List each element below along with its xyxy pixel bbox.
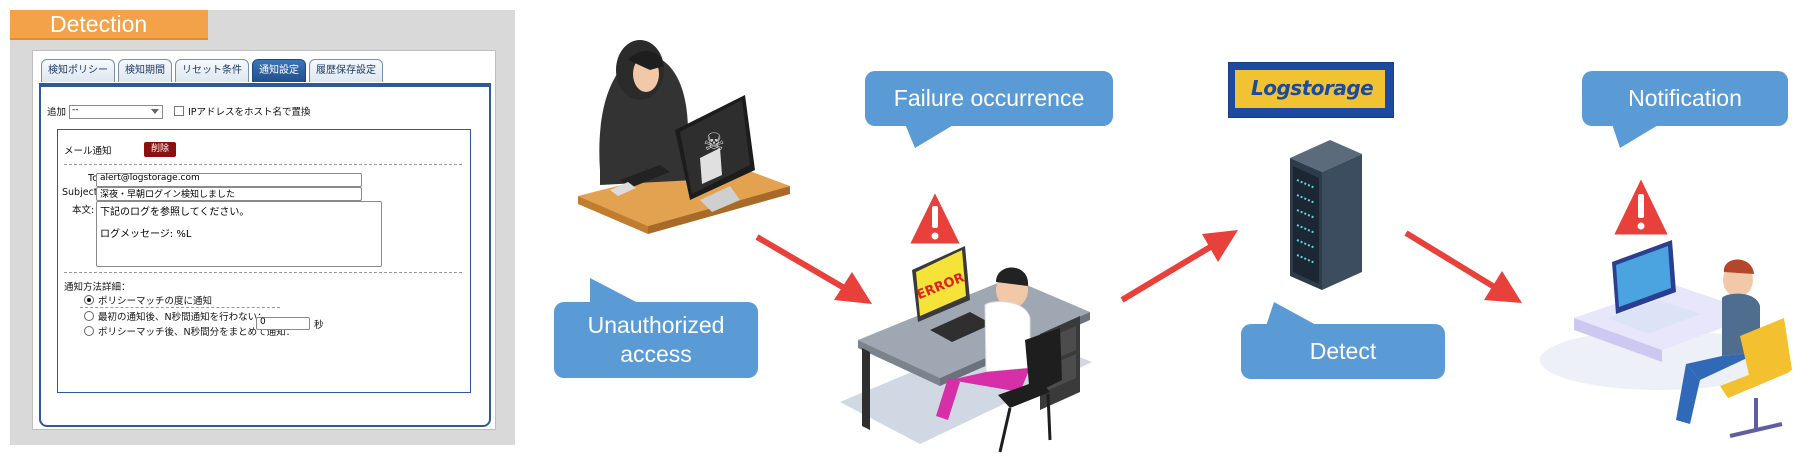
bubble-failure-occurrence: Failure occurrence <box>865 71 1113 126</box>
bubble-notification-text: Notification <box>1628 85 1742 111</box>
arrow-1 <box>755 234 872 304</box>
logstorage-logo: Logstorage <box>1228 62 1394 118</box>
divider <box>64 164 462 165</box>
tab-detection-period[interactable]: 検知期間 <box>118 59 172 82</box>
divider <box>80 307 280 308</box>
detection-header: Detection <box>10 10 208 40</box>
seconds-input[interactable]: 0 <box>256 317 310 330</box>
chevron-down-icon <box>151 109 159 114</box>
bubble-unauthorized-line1: Unauthorized <box>587 312 725 338</box>
divider <box>64 272 462 273</box>
bubble-tail <box>1266 302 1318 326</box>
ip-replace-checkbox[interactable] <box>174 106 184 116</box>
subject-label: Subject: <box>62 187 101 198</box>
detection-panel: Detection 検知ポリシー 検知期間 リセット条件 通知設定 履歴保存設定… <box>10 10 515 445</box>
bubble-detect: Detect <box>1241 324 1445 379</box>
warning-icon <box>1610 174 1672 238</box>
mail-notification-box: メール通知 削除 To: alert@logstorage.com Subjec… <box>57 129 471 393</box>
ip-replace-label: IPアドレスをホスト名で置換 <box>188 107 311 118</box>
add-select-value: -- <box>72 105 79 115</box>
arrow-3 <box>1404 230 1522 303</box>
mail-notification-label: メール通知 <box>64 146 112 157</box>
bubble-detect-text: Detect <box>1309 338 1377 364</box>
seconds-value: 0 <box>260 317 266 327</box>
subject-field[interactable]: 深夜・早朝ログイン検知しました <box>96 187 362 201</box>
body-label: 本文: <box>72 205 95 216</box>
tab-content: 追加 -- IPアドレスをホスト名で置換 メール通知 削除 To: alert@… <box>39 83 491 427</box>
radio-every-match[interactable] <box>84 295 94 305</box>
bubble-unauthorized-line2: access <box>620 341 692 367</box>
delete-button[interactable]: 削除 <box>144 142 176 157</box>
radio-aggregate[interactable] <box>84 326 94 336</box>
notification-settings-window: 検知ポリシー 検知期間 リセット条件 通知設定 履歴保存設定 追加 -- IPア… <box>32 50 496 430</box>
option-aggregate: ポリシーマッチ後、N秒間分をまとめて通知： <box>98 327 296 338</box>
seconds-unit: 秒 <box>314 320 324 331</box>
tab-row: 検知ポリシー 検知期間 リセット条件 通知設定 履歴保存設定 <box>41 59 383 83</box>
to-value: alert@logstorage.com <box>100 173 200 183</box>
bubble-tail <box>1612 124 1660 148</box>
tab-detection-policy[interactable]: 検知ポリシー <box>41 59 115 82</box>
error-monitor-icon: ERROR <box>840 246 1092 453</box>
bubble-unauthorized-access: Unauthorized access <box>554 302 758 378</box>
method-label: 通知方法詳細： <box>64 282 131 293</box>
to-label: To: <box>88 173 102 184</box>
bubble-tail <box>590 278 640 304</box>
logo-inner: Logstorage <box>1235 70 1385 108</box>
body-line-2: ログメッセージ: %L <box>100 229 192 240</box>
body-line-1: 下記のログを参照してください。 <box>100 207 250 218</box>
warning-icon <box>906 188 964 247</box>
server-rack-icon <box>1290 140 1362 290</box>
detection-title: Detection <box>50 11 148 37</box>
option-every-match: ポリシーマッチの度に通知 <box>98 296 213 307</box>
logo-text: Logstorage <box>1251 76 1374 100</box>
notification-user-icon <box>1540 240 1792 438</box>
add-select[interactable]: -- <box>69 105 163 119</box>
hacker-icon: ☠ <box>578 40 790 234</box>
radio-suppress[interactable] <box>84 311 94 321</box>
bubble-tail <box>905 124 955 148</box>
bubble-failure-text: Failure occurrence <box>893 85 1085 111</box>
tab-notification-settings[interactable]: 通知設定 <box>252 59 306 82</box>
to-field[interactable]: alert@logstorage.com <box>96 173 362 187</box>
body-textarea[interactable]: 下記のログを参照してください。 ログメッセージ: %L <box>96 201 382 267</box>
bubble-notification: Notification <box>1582 71 1788 126</box>
arrow-2 <box>1120 230 1238 303</box>
subject-value: 深夜・早朝ログイン検知しました <box>100 190 236 200</box>
tab-history-settings[interactable]: 履歴保存設定 <box>309 59 383 82</box>
add-label: 追加 <box>47 107 67 118</box>
tab-reset-condition[interactable]: リセット条件 <box>175 59 249 82</box>
option-suppress: 最初の通知後、N秒間通知を行わない： <box>98 312 267 323</box>
